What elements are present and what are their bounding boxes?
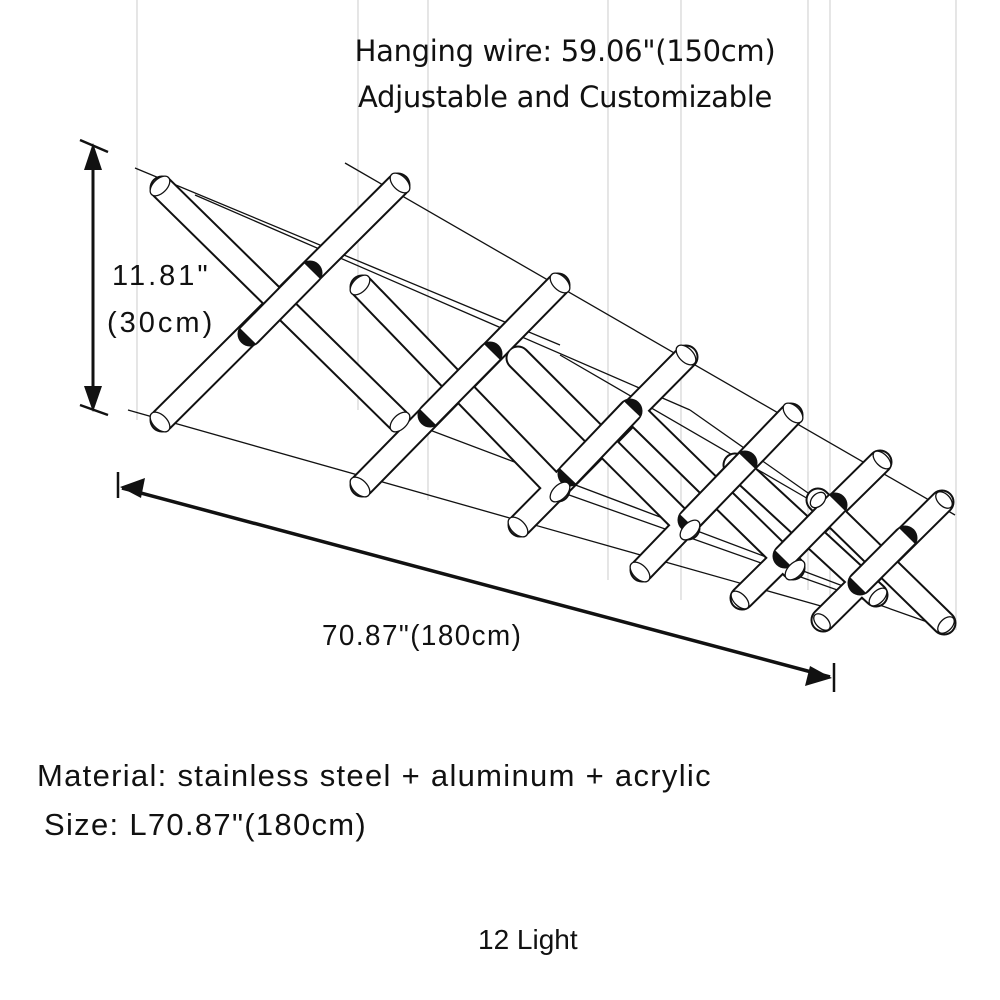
light-count-label: 12 Light — [478, 924, 578, 955]
height-cm-label: (30cm) — [107, 307, 216, 339]
height-inches-label: 11.81" — [112, 260, 211, 292]
length-dimension-label: 70.87"(180cm) — [322, 620, 523, 652]
size-spec: Size: L70.87"(180cm) — [44, 807, 368, 842]
tube-fills — [151, 174, 955, 634]
length-dimension-arrow — [116, 472, 836, 692]
hanging-wire-length-label: Hanging wire: 59.06"(150cm) — [354, 34, 776, 68]
hanging-wire-note-label: Adjustable and Customizable — [357, 80, 773, 114]
tube-end-caps — [149, 172, 955, 634]
tube-front-fills — [240, 263, 915, 593]
height-dimension-arrow — [79, 138, 109, 417]
hanging-wires — [136, 0, 957, 630]
material-spec: Material: stainless steel + aluminum + a… — [37, 758, 712, 793]
